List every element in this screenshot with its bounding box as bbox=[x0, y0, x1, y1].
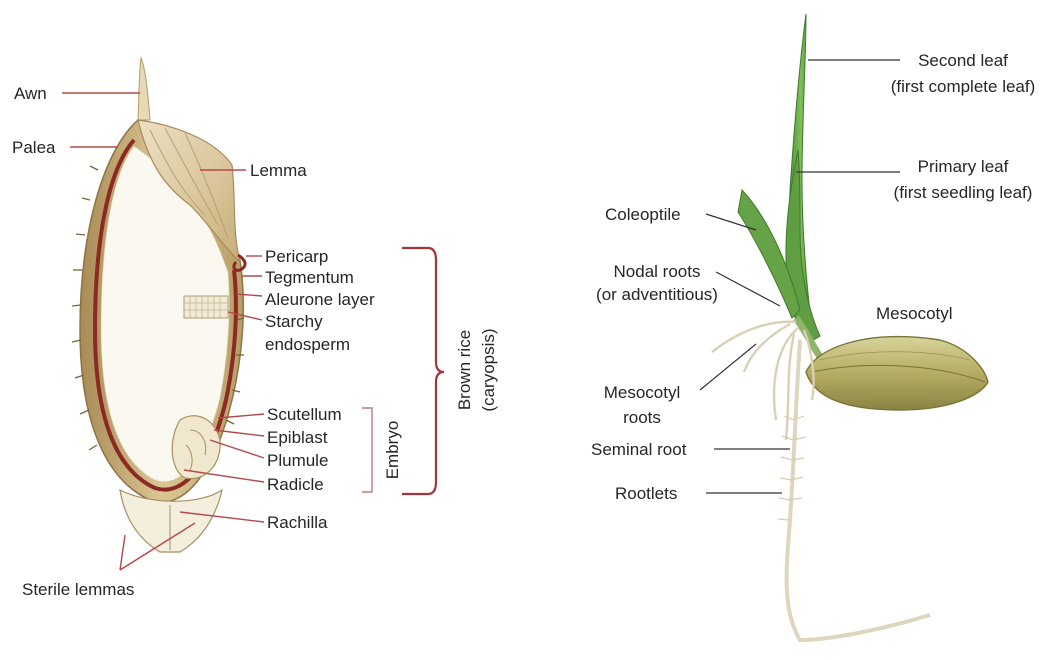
label-palea: Palea bbox=[12, 138, 56, 157]
label-first-complete-leaf: (first complete leaf) bbox=[891, 77, 1036, 96]
label-or-adventitious: (or adventitious) bbox=[596, 285, 718, 304]
label-primary-leaf: Primary leaf bbox=[918, 157, 1009, 176]
label-brown-rice: Brown rice bbox=[455, 330, 474, 410]
label-awn: Awn bbox=[14, 84, 47, 103]
label-second-leaf: Second leaf bbox=[918, 51, 1008, 70]
label-embryo: Embryo bbox=[383, 421, 402, 480]
label-epiblast: Epiblast bbox=[267, 428, 328, 447]
label-sterile-lemmas: Sterile lemmas bbox=[22, 580, 134, 599]
label-endosperm: endosperm bbox=[265, 335, 350, 354]
rice-seedling-illustration bbox=[712, 14, 988, 640]
brown-rice-bracket bbox=[402, 248, 444, 494]
label-nodal-roots: Nodal roots bbox=[614, 262, 701, 281]
label-lemma: Lemma bbox=[250, 161, 307, 180]
label-mesocotyl-roots-2: roots bbox=[623, 408, 661, 427]
label-seminal-root: Seminal root bbox=[591, 440, 687, 459]
label-first-seedling-leaf: (first seedling leaf) bbox=[894, 183, 1033, 202]
label-plumule: Plumule bbox=[267, 451, 328, 470]
label-mesocotyl-roots-1: Mesocotyl bbox=[604, 383, 681, 402]
embryo-shape bbox=[172, 416, 220, 479]
label-aleurone-layer: Aleurone layer bbox=[265, 290, 375, 309]
label-tegmentum: Tegmentum bbox=[265, 268, 354, 287]
label-starchy: Starchy bbox=[265, 312, 323, 331]
seed-shape bbox=[806, 337, 988, 410]
label-scutellum: Scutellum bbox=[267, 405, 342, 424]
rice-grain-illustration bbox=[72, 58, 245, 552]
label-coleoptile: Coleoptile bbox=[605, 205, 681, 224]
starchy-endosperm-patch bbox=[184, 296, 228, 318]
awn-shape bbox=[138, 58, 150, 120]
label-rootlets: Rootlets bbox=[615, 484, 677, 503]
embryo-bracket bbox=[362, 408, 372, 492]
label-mesocotyl: Mesocotyl bbox=[876, 304, 953, 323]
label-pericarp: Pericarp bbox=[265, 247, 328, 266]
label-caryopsis: (caryopsis) bbox=[479, 328, 498, 411]
label-rachilla: Rachilla bbox=[267, 513, 328, 532]
label-radicle: Radicle bbox=[267, 475, 324, 494]
